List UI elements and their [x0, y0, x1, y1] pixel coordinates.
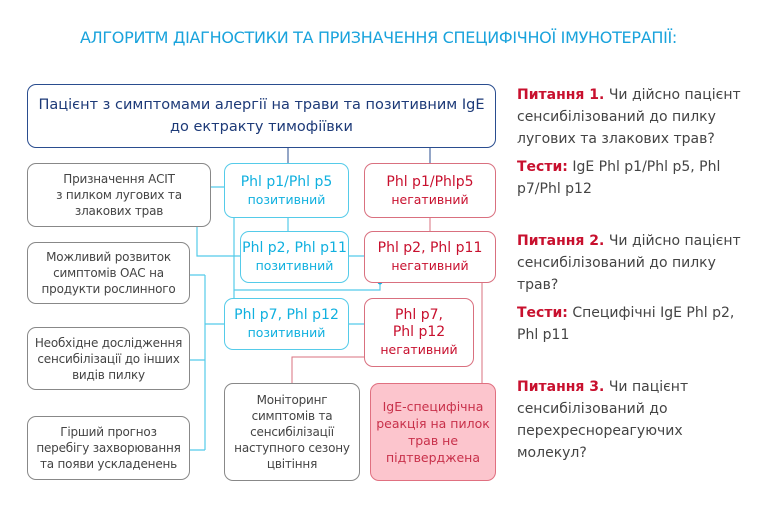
text: перебігу захворювання [36, 441, 181, 455]
text: Phl p2, Phl p11 [377, 240, 483, 256]
text: Phl p7, Phl p12 [234, 307, 339, 323]
patient-text-1: Пацієнт з симптомами алергії на трави та… [38, 97, 485, 113]
phl-p2-p11-positive-box: Phl p2, Phl p11 позитивний [240, 231, 349, 283]
question-label: Питання 2. [517, 233, 605, 249]
text: видів пилку [72, 367, 145, 382]
text: сенсибілізації [250, 425, 334, 439]
diagram-title: АЛГОРИТМ ДІАГНОСТИКИ ТА ПРИЗНАЧЕННЯ СПЕЦ… [79, 28, 678, 47]
text: Phl p7, [395, 307, 443, 323]
text: Призначення АСІТ [63, 172, 175, 186]
text: Phl p1/Phlp5 [386, 173, 474, 190]
text: негативний [391, 258, 469, 273]
text: трав не [407, 433, 459, 448]
not-confirmed-box: IgE-специфічна реакція на пилок трав не під… [370, 383, 496, 481]
text: позитивний [247, 325, 326, 340]
phl-p2-p11-negative-box: Phl p2, Phl p11 негативний [364, 231, 496, 283]
tests-label: Тести: [517, 305, 568, 321]
text: сенсибілізації до інших [37, 351, 180, 366]
text: Phl p1/Phl p5 [240, 173, 333, 190]
text: злакових трав [74, 204, 164, 218]
tests-label: Тести: [517, 159, 568, 175]
text: IgE-специфічна [382, 399, 484, 414]
text: симптомів та [251, 409, 333, 423]
asit-box: Призначення АСІТ з пилком лугових та злако… [27, 163, 211, 227]
question-label: Питання 3. [517, 379, 605, 395]
text: та появи ускладенень [39, 457, 178, 471]
phl-p7-p12-negative-box: Phl p7,Phl p12 негативний [364, 298, 474, 367]
text: з пилком лугових та [56, 188, 182, 202]
text: Можливий розвиток [46, 250, 171, 264]
prognosis-box: Гірший прогноз перебігу захворювання та по… [27, 416, 190, 480]
text: негативний [380, 342, 458, 357]
text: підтверджена [386, 450, 480, 465]
text: Необхідне дослідження [34, 335, 183, 350]
question-text: Чи дійсно пацієнт сенсибілізований до пи… [517, 233, 741, 293]
text: позитивний [255, 258, 334, 273]
tests-text: Специфічні IgE Phl p2, Phl p11 [517, 305, 735, 343]
text: продукти рослинного [41, 282, 176, 296]
tests-text: IgE Phl p1/Phl p5, Phl p7/Phl p12 [517, 159, 721, 197]
text: симптомів ОАС на [53, 266, 164, 280]
text: позитивний [247, 191, 326, 207]
text: цвітіння [266, 457, 318, 471]
text: наступного сезону [234, 441, 350, 455]
monitoring-box: Моніторинг симптомів та сенсибілізації наст… [224, 383, 360, 481]
question-2: Питання 2. Чи дійсно пацієнт сенсибілізо… [517, 230, 752, 346]
phl-p7-p12-positive-box: Phl p7, Phl p12 позитивний [224, 298, 349, 350]
patient-box: Пацієнт з симптомами алергії на трави та… [27, 84, 496, 148]
text: Phl p2, Phl p11 [242, 240, 347, 256]
question-text: Чи пацієнт сенсибілізований до перехресн… [517, 379, 689, 461]
text: реакція на пилок [376, 416, 490, 431]
text: Phl p12 [392, 324, 446, 340]
text: Гірший прогноз [60, 425, 157, 439]
question-3: Питання 3. Чи пацієнт сенсибілізований д… [517, 376, 717, 464]
oas-box: Можливий розвиток симптомів ОАС на продукт… [27, 242, 190, 304]
text: Моніторинг [256, 393, 328, 407]
text: негативний [391, 191, 469, 207]
question-label: Питання 1. [517, 87, 605, 103]
question-1: Питання 1. Чи дійсно пацієнт сенсибілізо… [517, 84, 752, 200]
patient-text-2: до ектракту тимофіївки [170, 119, 353, 135]
question-text: Чи дійсно пацієнт сенсибілізований до пи… [517, 87, 741, 147]
